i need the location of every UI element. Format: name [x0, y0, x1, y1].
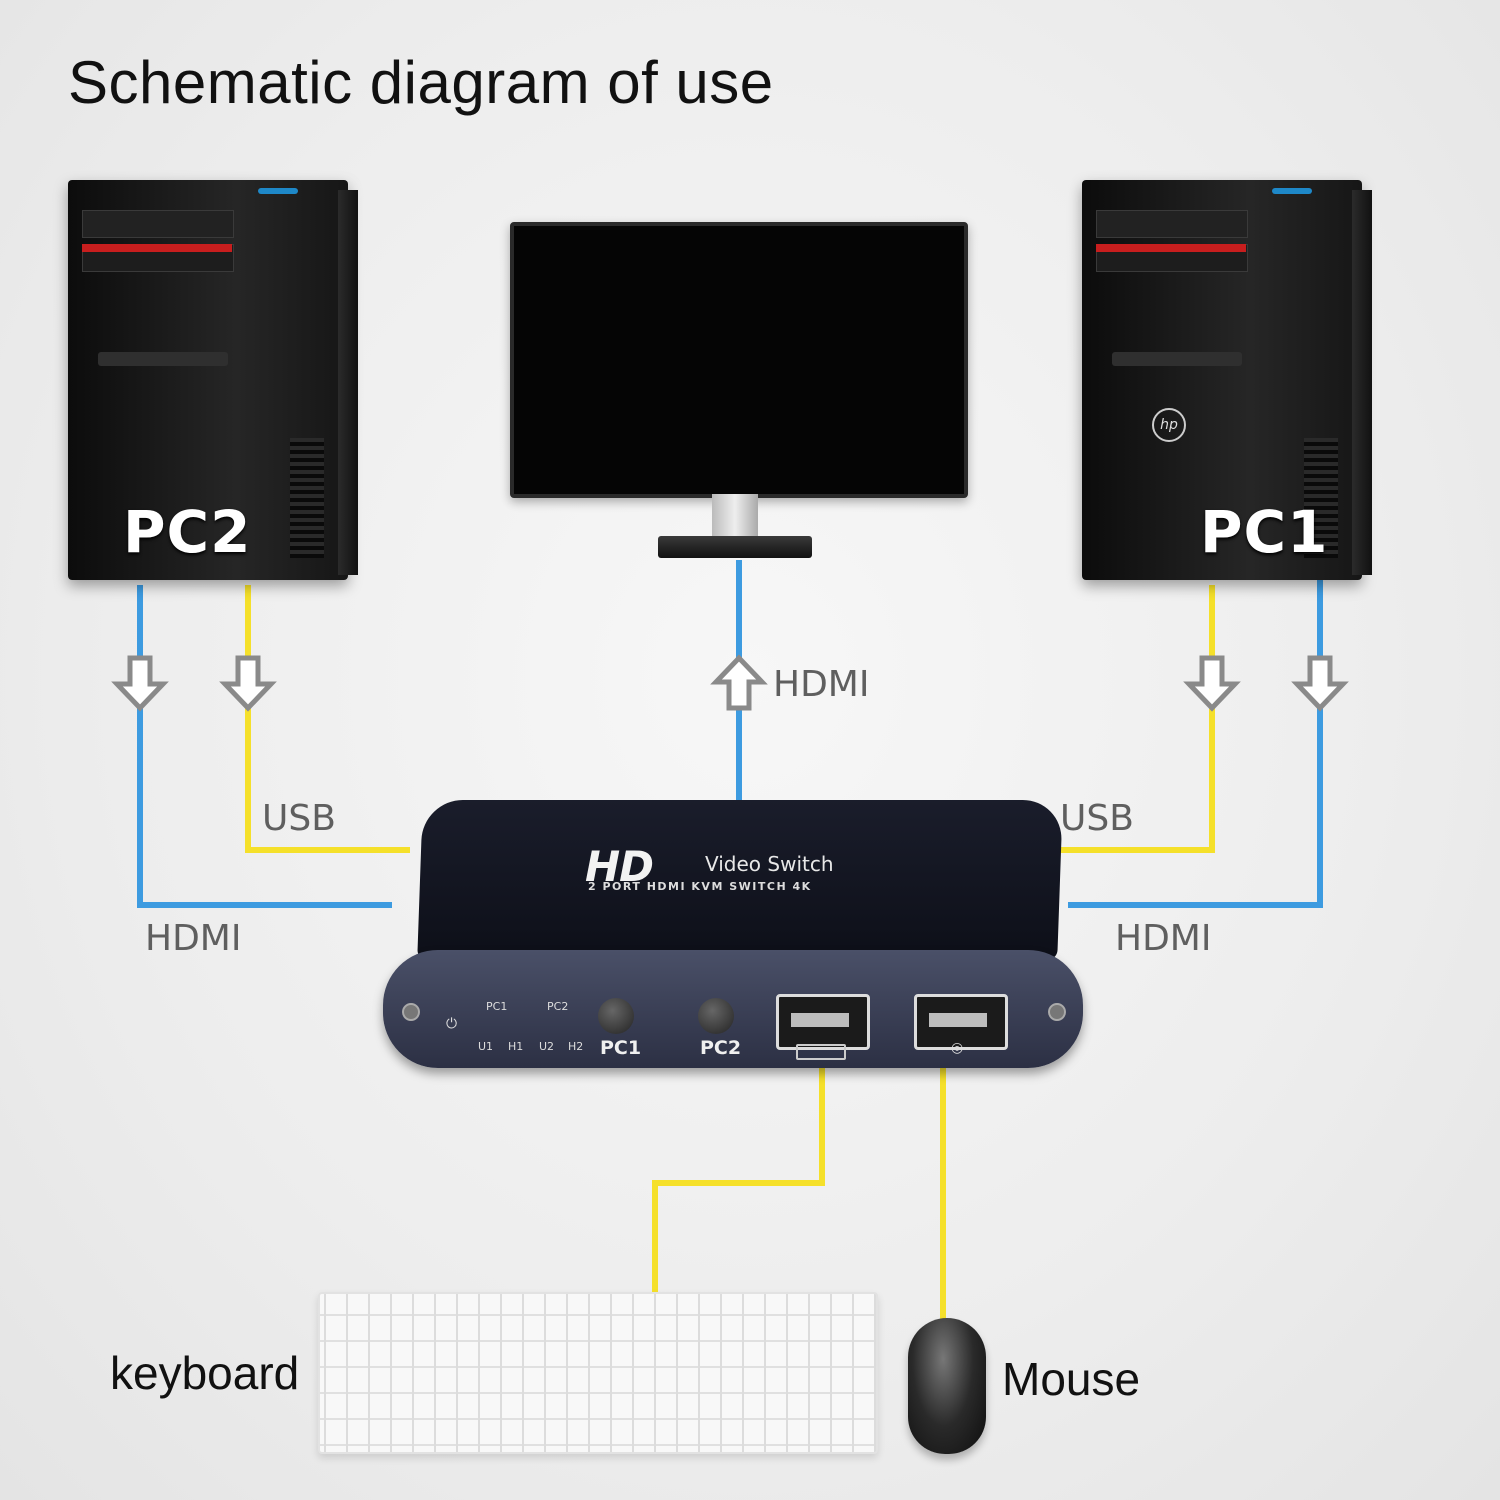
pc2-button-label: PC2: [700, 1037, 742, 1059]
mouse-port-icon: ◎: [951, 1040, 964, 1056]
kvm-name: Video Switch: [705, 852, 834, 876]
keyboard-port-icon: [796, 1044, 846, 1060]
kvm-model: 2 PORT HDMI KVM SWITCH 4K: [588, 880, 812, 893]
screw-icon: [1048, 1003, 1066, 1021]
led-u2-label: U2: [539, 1040, 555, 1053]
label-usb-left: USB: [262, 798, 336, 839]
arrow-up-icon: [710, 654, 768, 711]
arrow-down-icon: [1291, 655, 1349, 712]
usb-port-mouse[interactable]: [914, 994, 1008, 1050]
monitor-base: [658, 536, 812, 558]
led-u1-label: U1: [478, 1040, 494, 1053]
kvm-logo-hd: HD: [585, 842, 654, 891]
label-hdmi-top: HDMI: [773, 664, 870, 705]
hp-logo: hp: [1152, 408, 1186, 442]
cable-keyboard: [652, 1055, 825, 1292]
led-h1-label: H1: [508, 1040, 524, 1053]
pc1-label: PC1: [1200, 498, 1329, 566]
pc1-tower: hp PC1: [1082, 180, 1372, 580]
label-keyboard: keyboard: [110, 1347, 300, 1399]
label-usb-right: USB: [1060, 798, 1134, 839]
pc2-switch-button[interactable]: [698, 998, 734, 1034]
label-mouse: Mouse: [1002, 1353, 1141, 1405]
monitor-neck: [712, 494, 758, 540]
arrow-down-icon: [1183, 655, 1241, 712]
screw-icon: [402, 1003, 420, 1021]
monitor-screen: [510, 222, 968, 498]
pc2-tower: PC2: [68, 180, 358, 580]
led-group-pc2-label: PC2: [547, 1000, 569, 1013]
label-hdmi-left: HDMI: [145, 918, 242, 959]
page-title: Schematic diagram of use: [68, 49, 774, 116]
arrow-down-icon: [219, 655, 277, 712]
pc1-switch-button[interactable]: [598, 998, 634, 1034]
pc2-label: PC2: [123, 498, 252, 566]
mouse: [908, 1318, 986, 1454]
label-hdmi-right: HDMI: [1115, 918, 1212, 959]
keyboard: [318, 1292, 878, 1454]
power-led-icon: ⏻: [446, 1016, 458, 1032]
cable-hdmi-right: [1068, 575, 1323, 908]
pc1-button-label: PC1: [600, 1037, 642, 1059]
led-h2-label: H2: [568, 1040, 584, 1053]
usb-port-keyboard[interactable]: [776, 994, 870, 1050]
cable-hdmi-left: [137, 585, 392, 908]
arrow-down-icon: [111, 655, 169, 712]
led-group-pc1-label: PC1: [486, 1000, 508, 1013]
